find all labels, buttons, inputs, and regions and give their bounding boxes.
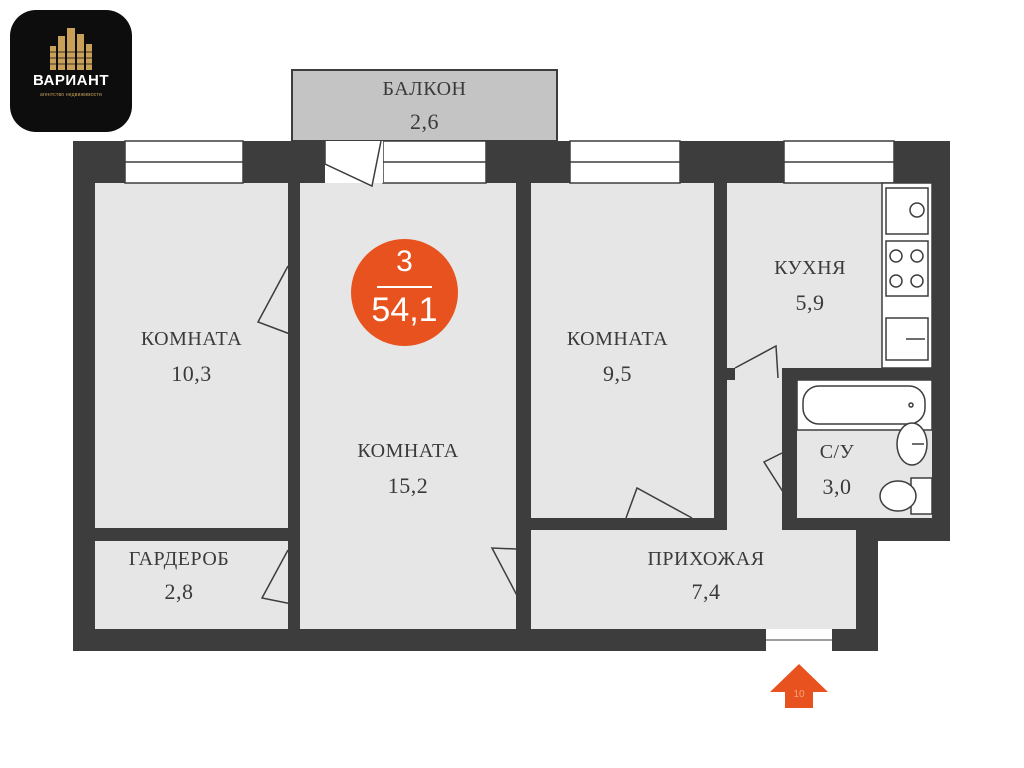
floor-room-right [531, 183, 714, 518]
floor-wardrobe [95, 541, 288, 629]
logo-name: ВАРИАНТ [32, 72, 110, 89]
label-kitchen: КУХНЯ 5,9 [740, 257, 880, 316]
balcony-door-swing [324, 140, 382, 188]
entrance-arrow-icon: 10 [770, 664, 828, 708]
company-logo: ВАРИАНТ агентство недвижимости [10, 10, 132, 132]
room-left-name: КОМНАТА [140, 328, 243, 350]
label-room-right: КОМНАТА 9,5 [521, 328, 714, 387]
room-left-area: 10,3 [171, 361, 212, 386]
svg-text:10: 10 [793, 689, 805, 700]
total-area: 54,1 [371, 291, 438, 329]
floor-room-left [95, 183, 288, 528]
floor-hallway [531, 368, 856, 629]
label-bathroom: С/У 3,0 [795, 441, 879, 500]
bathroom-name: С/У [819, 441, 855, 463]
room-right-name: КОМНАТА [566, 328, 669, 350]
label-balcony: БАЛКОН 2,6 [292, 78, 557, 135]
hallway-name: ПРИХОЖАЯ [647, 548, 765, 570]
label-wardrobe: ГАРДЕРОБ 2,8 [95, 548, 263, 605]
kitchen-area: 5,9 [795, 290, 825, 315]
room-count: 3 [396, 245, 413, 278]
room-center-name: КОМНАТА [357, 440, 459, 462]
wardrobe-area: 2,8 [164, 579, 194, 604]
logo-tagline: агентство недвижимости [40, 92, 102, 98]
room-right-area: 9,5 [603, 361, 632, 386]
label-room-left: КОМНАТА 10,3 [95, 328, 288, 387]
balcony-name: БАЛКОН [382, 78, 467, 100]
badge-divider [377, 286, 432, 288]
kitchen-name: КУХНЯ [774, 257, 846, 279]
balcony [291, 69, 558, 142]
wardrobe-name: ГАРДЕРОБ [128, 548, 230, 570]
door-swings [256, 265, 793, 606]
windows [124, 140, 895, 184]
bathroom-fixtures [796, 379, 933, 515]
hallway-area: 7,4 [691, 579, 721, 604]
balcony-area: 2,6 [410, 109, 439, 134]
room-center-area: 15,2 [387, 473, 429, 498]
label-room-center: КОМНАТА 15,2 [300, 440, 516, 499]
kitchen-fixtures [881, 182, 933, 369]
summary-badge: 3 54,1 [351, 239, 458, 346]
bathroom-area: 3,0 [822, 474, 852, 499]
label-hallway: ПРИХОЖАЯ 7,4 [620, 548, 792, 605]
buildings-logo-icon [50, 28, 92, 70]
